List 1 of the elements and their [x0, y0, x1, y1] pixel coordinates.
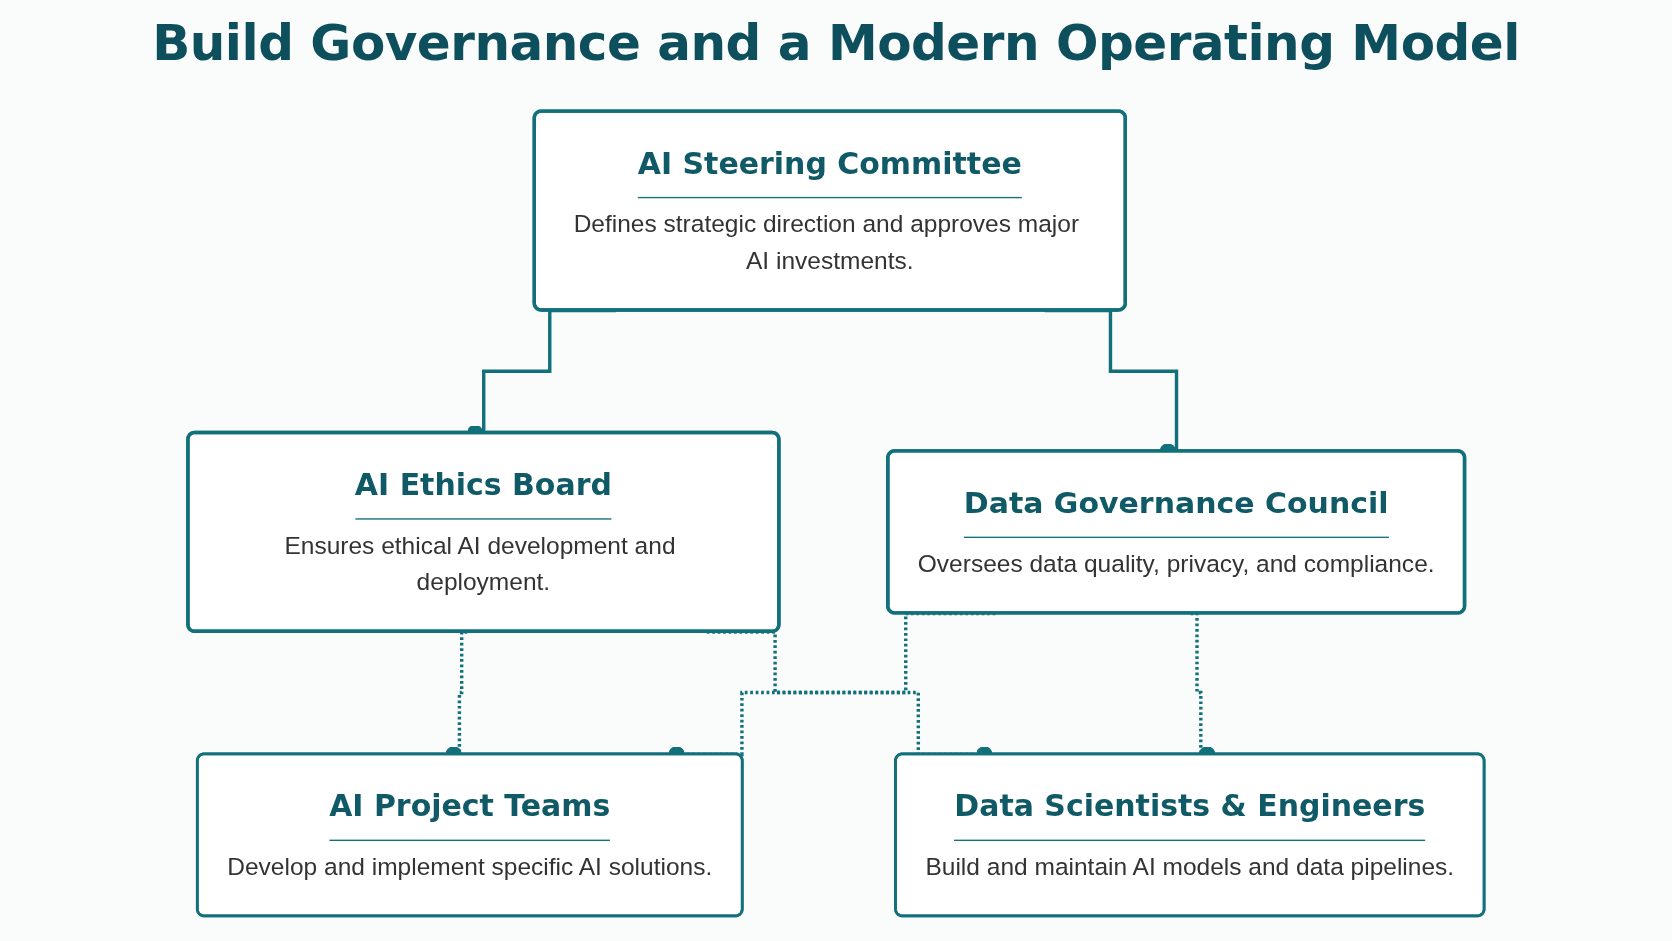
title: Build Governance and a Modern Operating Model — [152, 14, 1520, 72]
